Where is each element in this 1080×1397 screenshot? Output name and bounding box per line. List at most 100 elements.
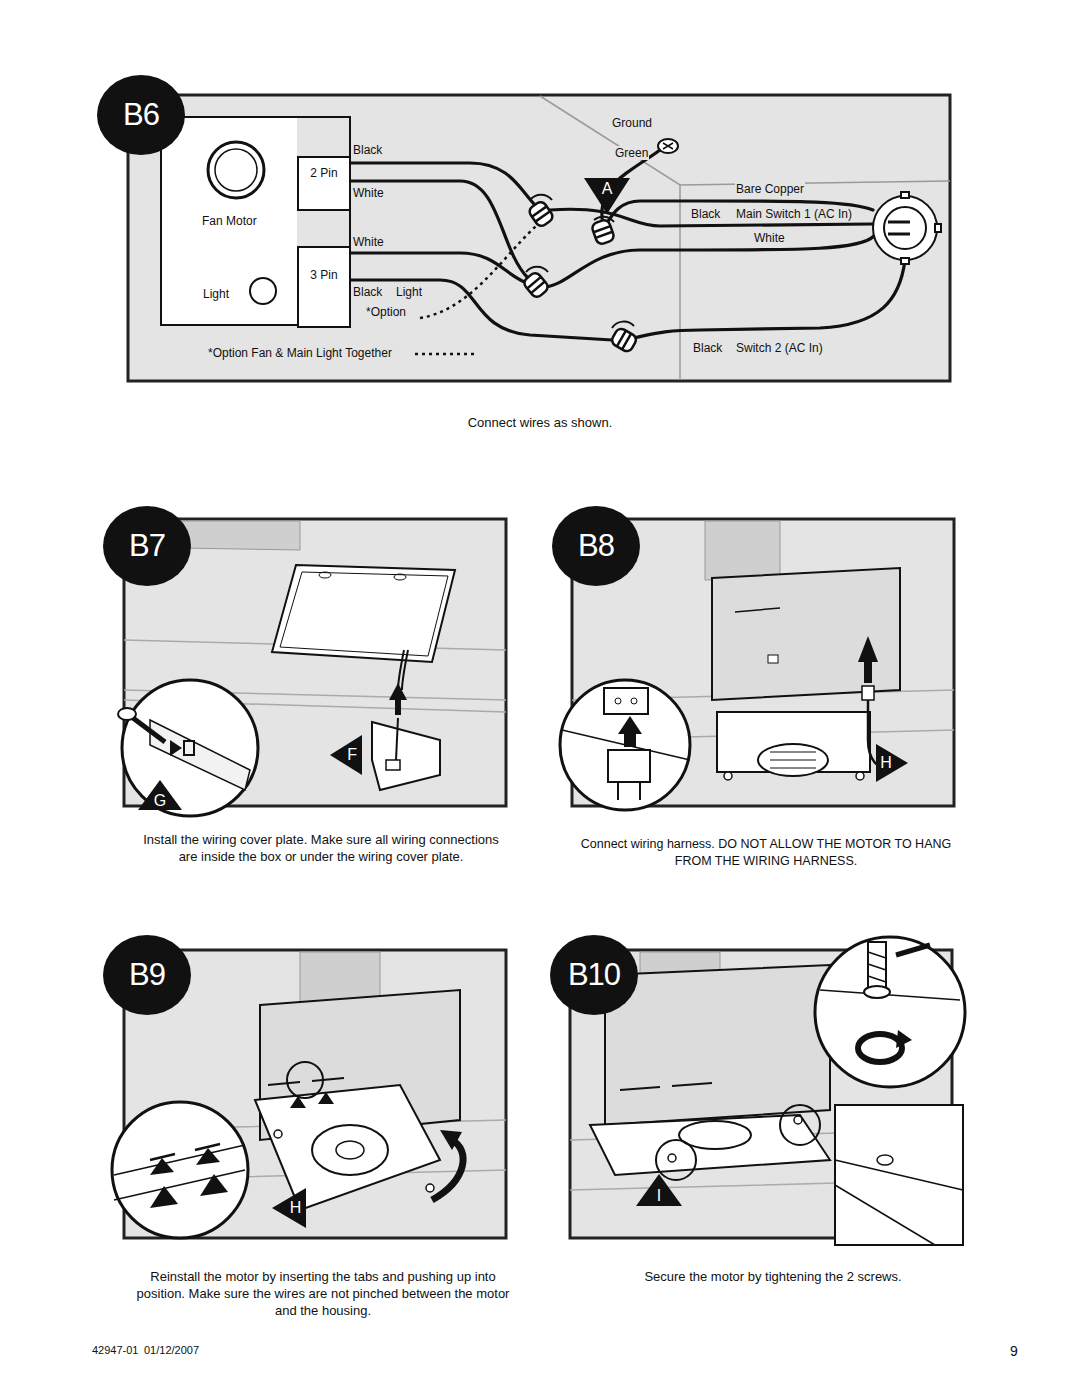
cover-plate-panel-part (319, 572, 331, 578)
wire-part (345, 163, 535, 205)
screw-panel-part (868, 952, 886, 982)
triangle-fill (876, 744, 908, 782)
wire-label: Black (692, 341, 723, 355)
part-label: Fan Motor (202, 214, 257, 228)
harness-panel-part (770, 752, 816, 768)
cover-plate-panel-part (122, 680, 258, 816)
cover-plate-panel-part (398, 650, 408, 690)
screw-panel-part (864, 986, 890, 998)
cover-plate-panel-part (272, 565, 455, 662)
wire-label: Green (614, 146, 649, 160)
callout-letter: A (584, 178, 630, 200)
wire-label: Ground (611, 116, 653, 130)
screw-panel-part (815, 937, 965, 1087)
wire-nut-part-part (610, 327, 638, 354)
harness-panel-part (735, 608, 780, 612)
wire-part (545, 236, 874, 287)
step-badge: B6 (97, 75, 185, 155)
wiring-panel-part (128, 95, 950, 381)
option-wire-part (415, 353, 475, 356)
option-wire (415, 226, 536, 354)
wire-label: Black (352, 285, 383, 299)
callout-letter: H (876, 744, 896, 782)
step-number: B10 (550, 935, 638, 1015)
cover-plate-panel-part (396, 718, 398, 760)
motor-panel-part (150, 1186, 178, 1208)
harness-panel-part (615, 698, 621, 704)
harness-panel-part (758, 744, 828, 776)
wire-label: Main Switch 1 (AC In) (735, 207, 853, 221)
page-footer: 01/12/2007 (144, 1343, 199, 1357)
harness-panel-part (608, 750, 650, 782)
triangle-shape (330, 735, 362, 775)
motor-panel-part (440, 1130, 462, 1150)
harness-panel-part (864, 661, 872, 683)
junction-box-part (935, 224, 941, 232)
motor-panel-part (432, 1140, 463, 1200)
wire-nut-part (612, 322, 634, 328)
motor-panel-part (196, 1148, 220, 1165)
cover-plate-panel-part (180, 521, 300, 550)
screw-panel-part (656, 1140, 696, 1180)
triangle-fill (584, 178, 630, 214)
step-number: B8 (552, 506, 640, 586)
screw-panel-part (835, 1105, 963, 1245)
harness-panel-part (858, 636, 878, 662)
wire-nut-part-part (617, 331, 631, 350)
wire-label: White (352, 186, 385, 200)
connector-block: 2 Pin (297, 156, 351, 211)
harness-panel-part (631, 698, 637, 704)
wiring-panel-part (540, 96, 950, 380)
cover-plate-panel-part (184, 741, 194, 755)
step-number: B6 (97, 75, 185, 155)
wire-nut-part (530, 195, 552, 200)
wire-label: Light (395, 285, 423, 299)
screw-panel-part (896, 945, 930, 955)
junction-box-part (888, 222, 910, 234)
screw-panel-part (668, 1154, 676, 1162)
motor-panel-part (336, 1141, 364, 1159)
harness-panel-part (856, 772, 864, 780)
callout-letter: I (636, 1186, 682, 1206)
screw-panel-part (605, 965, 830, 1125)
wire-nut-part (591, 219, 615, 246)
cover-plate-panel-part (394, 574, 406, 580)
motor-panel-part (274, 1130, 282, 1138)
step-caption: Secure the motor by tightening the 2 scr… (573, 1268, 973, 1285)
motor-panel-part (318, 1092, 334, 1104)
motor-panel-part (150, 1158, 174, 1175)
screw-panel-part (896, 1030, 912, 1048)
screw-panel-part (794, 1116, 802, 1124)
screw-panel-part (835, 1160, 963, 1245)
motor-panel-part (255, 1085, 440, 1210)
wire-label: Black (690, 207, 721, 221)
wire-label: Bare Copper (735, 182, 805, 196)
harness-panel-part (624, 733, 636, 747)
step-number: B9 (103, 935, 191, 1015)
cover-plate-panel-part (395, 699, 401, 715)
motor-panel-part (268, 1078, 344, 1085)
screw-panel-part (877, 1155, 893, 1165)
wire-nut-part (522, 271, 550, 299)
cover-plate-panel-part (386, 760, 400, 770)
step-caption: Install the wiring cover plate. Make sur… (141, 831, 501, 865)
junction-box (873, 192, 941, 264)
callout-triangle: H (876, 744, 908, 782)
page-footer: 9 (1010, 1344, 1018, 1358)
motor-panel-part (114, 1145, 245, 1200)
wire (345, 150, 905, 340)
callout-triangle: A (584, 178, 630, 214)
wire-nut (522, 195, 638, 354)
wiring-panel-part (215, 149, 257, 191)
junction-box-part (884, 207, 926, 249)
harness-panel-part (768, 655, 778, 663)
step-badge: B8 (552, 506, 640, 586)
screw-panel-part (620, 1083, 712, 1090)
part-label: Light (203, 287, 229, 301)
harness-panel-part (560, 680, 690, 810)
cover-plate-panel-part (280, 572, 448, 656)
wire-nut-part-part (532, 206, 550, 221)
wire-label: *Option Fan & Main Light Together (207, 346, 393, 360)
screw-panel-part (858, 1034, 902, 1062)
